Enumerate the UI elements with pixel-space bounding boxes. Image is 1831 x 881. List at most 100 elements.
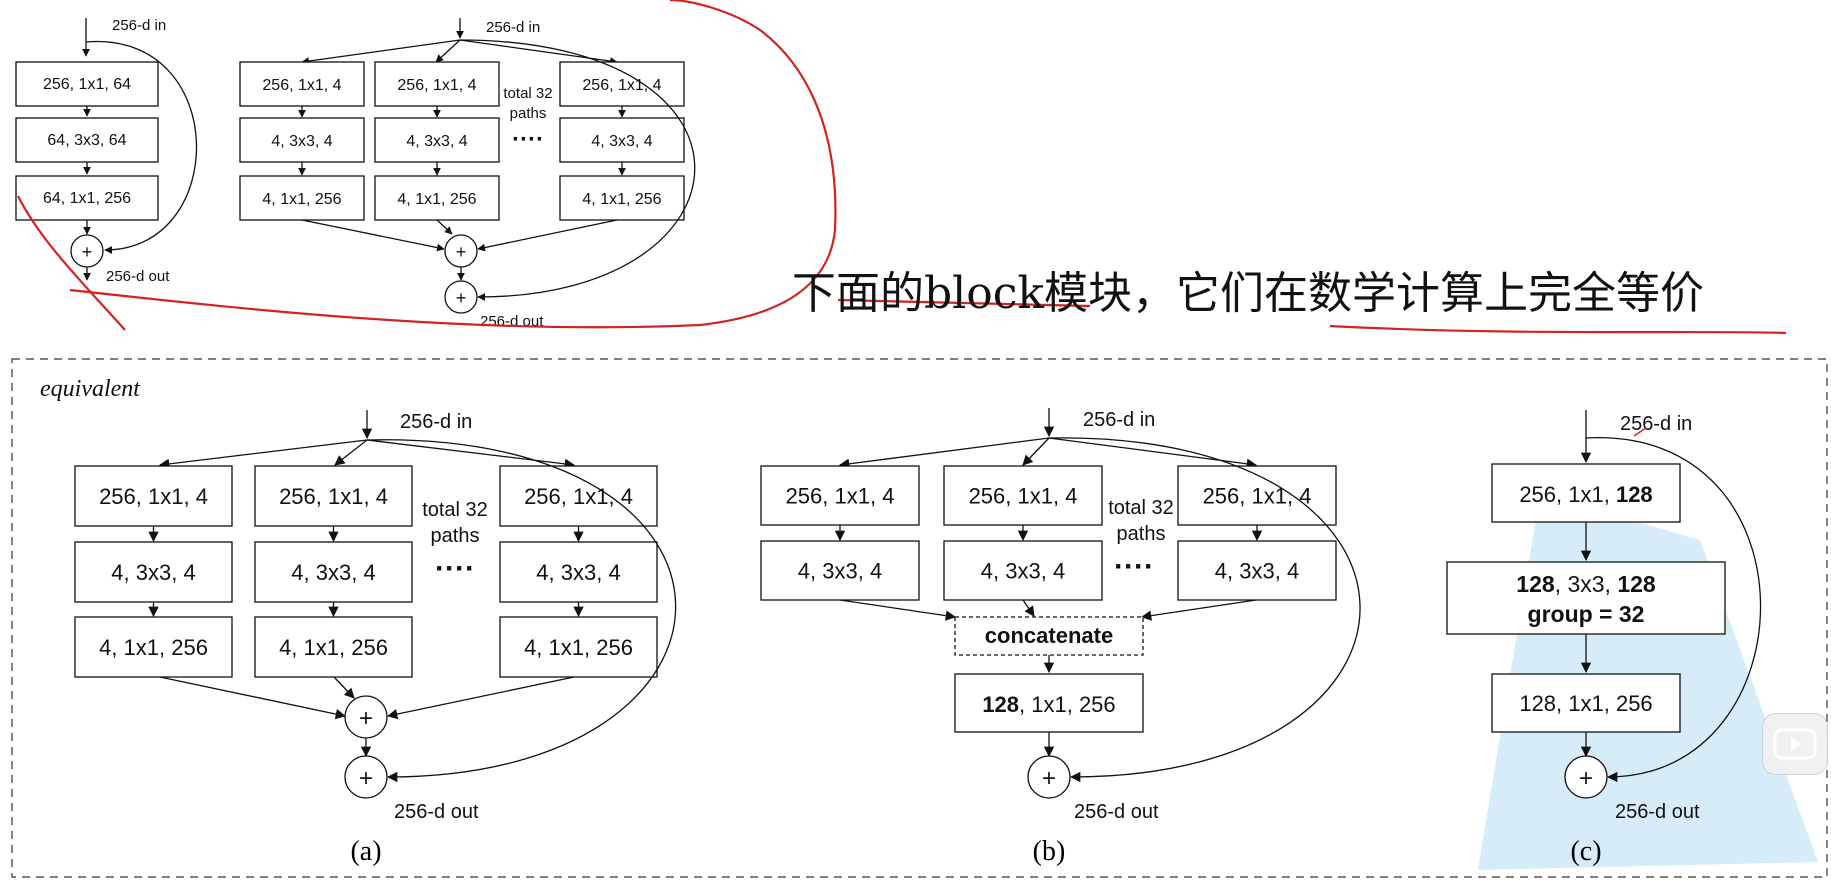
c-box-2-line2: group = 32 xyxy=(1528,601,1645,627)
top-right-col2-box-1-label: 256, 1x1, 4 xyxy=(397,77,476,94)
b-final-bold: 128 xyxy=(982,692,1019,717)
b-final-rest: , 1x1, 256 xyxy=(1019,692,1116,717)
top-left-resnet-block: 256-d in 256, 1x1, 64 64, 3x3, 64 64, 1x… xyxy=(15,17,198,285)
variant-a: 256-d in 256, 1x1, 4 4, 3x3, 4 4, 1x1, 256… xyxy=(74,410,677,867)
a-col1-box-3-label: 4, 1x1, 256 xyxy=(99,635,208,660)
a-out-label: 256-d out xyxy=(394,801,479,823)
b-out-label: 256-d out xyxy=(1074,801,1159,823)
b-col2-box-1 xyxy=(943,465,1103,526)
b-col3-box-2 xyxy=(1177,540,1337,601)
b-concat-label: concatenate xyxy=(985,623,1113,648)
a-col3-box-1 xyxy=(499,465,658,527)
b-dots: ···· xyxy=(1114,550,1154,583)
top-right-paths-line2: paths xyxy=(510,105,547,122)
top-left-plus: + xyxy=(82,242,93,262)
b-final-label: 128, 1x1, 256 xyxy=(982,692,1115,717)
c-out-label: 256-d out xyxy=(1615,801,1700,823)
c-box-1 xyxy=(1491,463,1681,523)
b-paths-line1: total 32 xyxy=(1108,497,1174,519)
c-box-3 xyxy=(1491,673,1681,733)
top-right-plus-2: + xyxy=(456,288,467,308)
b-col2-box-2-label: 4, 3x3, 4 xyxy=(981,558,1065,583)
a-col2-box-3-label: 4, 1x1, 256 xyxy=(279,635,388,660)
b-in-label: 256-d in xyxy=(1083,409,1155,431)
b-paths-line2: paths xyxy=(1117,523,1166,545)
a-paths-line2: paths xyxy=(431,525,480,547)
top-right-col2-box-3-label: 4, 1x1, 256 xyxy=(397,191,476,208)
b-col1-box-2 xyxy=(760,540,920,601)
a-col3-box-2-label: 4, 3x3, 4 xyxy=(536,560,620,585)
top-right-col1-box-2-label: 4, 3x3, 4 xyxy=(271,133,332,150)
a-col3-box-3-label: 4, 1x1, 256 xyxy=(524,635,633,660)
a-col3-box-3 xyxy=(499,616,658,678)
c-box-2 xyxy=(1446,561,1726,635)
a-col2-box-1 xyxy=(254,465,413,527)
b-final-box xyxy=(954,673,1144,733)
top-right-paths-line1: total 32 xyxy=(503,85,552,102)
red-annotation-loop xyxy=(17,0,1787,335)
top-left-out-label: 256-d out xyxy=(106,268,170,285)
a-caption: (a) xyxy=(350,836,381,867)
play-button[interactable] xyxy=(1762,713,1828,775)
b-col1-box-1 xyxy=(760,465,920,526)
top-right-col3-box-3-label: 4, 1x1, 256 xyxy=(582,191,661,208)
top-left-box-3-label: 64, 1x1, 256 xyxy=(43,190,131,207)
top-right-col2-box-2 xyxy=(374,117,500,163)
top-right-col1-box-3-label: 4, 1x1, 256 xyxy=(262,191,341,208)
top-right-plus-1: + xyxy=(456,242,467,262)
top-right-col2-box-1 xyxy=(374,61,500,107)
top-left-box-2 xyxy=(15,117,159,163)
b-plus: + xyxy=(1042,765,1056,792)
c-box-2-bold-b: 128 xyxy=(1617,571,1656,597)
top-right-col3-box-1 xyxy=(559,61,685,107)
a-col1-box-3 xyxy=(74,616,233,678)
c-plus: + xyxy=(1579,765,1593,792)
c-box-1-label: 256, 1x1, 128 xyxy=(1519,482,1652,507)
c-in-label: 256-d in xyxy=(1620,413,1692,435)
c-caption: (c) xyxy=(1570,836,1601,867)
top-right-col3-box-2 xyxy=(559,117,685,163)
b-caption: (b) xyxy=(1033,836,1066,867)
top-left-box-3 xyxy=(15,175,159,221)
c-box-2-mid: , 3x3, xyxy=(1555,571,1618,597)
equivalent-label: equivalent xyxy=(40,376,141,402)
a-col3-box-1-label: 256, 1x1, 4 xyxy=(524,484,633,509)
top-right-col1-box-1 xyxy=(239,61,365,107)
top-right-col3-box-1-label: 256, 1x1, 4 xyxy=(582,77,661,94)
top-right-col1-box-1-label: 256, 1x1, 4 xyxy=(262,77,341,94)
top-right-add-node-2 xyxy=(444,280,478,314)
a-col2-box-1-label: 256, 1x1, 4 xyxy=(279,484,388,509)
b-col3-box-1-label: 256, 1x1, 4 xyxy=(1203,483,1312,508)
a-plus-1: + xyxy=(359,705,373,732)
c-box-2-bold-a: 128 xyxy=(1516,571,1555,597)
variant-c: 256-d in 256, 1x1, 128 128, 3x3, 128 gro… xyxy=(1446,410,1762,867)
a-in-label: 256-d in xyxy=(400,411,472,433)
top-right-col2-box-3 xyxy=(374,175,500,221)
top-left-in-label: 256-d in xyxy=(112,17,166,34)
c-box-2-line1: 128, 3x3, 128 xyxy=(1516,571,1656,597)
a-col1-box-1 xyxy=(74,465,233,527)
a-col2-box-2-label: 4, 3x3, 4 xyxy=(291,560,375,585)
top-right-col3-box-2-label: 4, 3x3, 4 xyxy=(591,133,652,150)
b-col2-box-2 xyxy=(943,540,1103,601)
a-col2-box-3 xyxy=(254,616,413,678)
b-col2-box-1-label: 256, 1x1, 4 xyxy=(969,483,1078,508)
a-plus-2: + xyxy=(359,765,373,792)
b-col3-box-2-label: 4, 3x3, 4 xyxy=(1215,558,1299,583)
a-col1-box-1-label: 256, 1x1, 4 xyxy=(99,484,208,509)
annotation-text: 下面的block模块，它们在数学计算上完全等价 xyxy=(792,268,1704,319)
c-box-3-label: 128, 1x1, 256 xyxy=(1519,691,1652,716)
a-col1-box-2-label: 4, 3x3, 4 xyxy=(111,560,195,585)
c-box-1-bold: 128 xyxy=(1616,482,1653,507)
b-col3-box-1 xyxy=(1177,465,1337,526)
top-right-col2-box-2-label: 4, 3x3, 4 xyxy=(406,133,467,150)
top-right-dots: ···· xyxy=(512,126,544,153)
a-col3-box-2 xyxy=(499,541,658,603)
top-right-in-label: 256-d in xyxy=(486,19,540,36)
c-box-1-rest: 256, 1x1, xyxy=(1519,482,1616,507)
top-right-col3-box-3 xyxy=(559,175,685,221)
equivalent-panel-frame xyxy=(11,358,1828,878)
a-dots: ···· xyxy=(435,552,475,585)
a-paths-line1: total 32 xyxy=(422,499,488,521)
